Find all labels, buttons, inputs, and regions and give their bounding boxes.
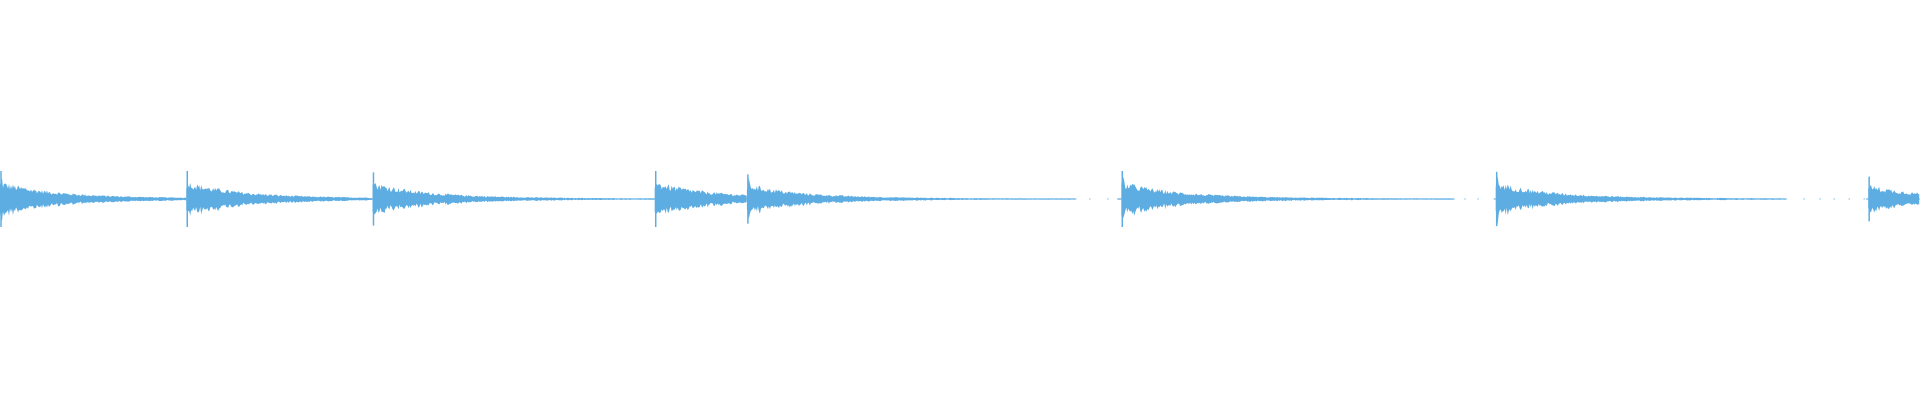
- waveform-gap: [1453, 197, 1494, 201]
- waveform-gap-dot: [1453, 198, 1455, 200]
- waveform-transient: [372, 182, 655, 217]
- waveform-gap-dot: [1833, 198, 1835, 200]
- waveform-transient: [654, 183, 747, 214]
- waveform-gap-dot: [1089, 198, 1091, 200]
- waveform-hits: [0, 171, 1920, 227]
- waveform-transient: [1121, 176, 1496, 219]
- waveform-transient: [186, 181, 373, 217]
- waveform-transient: [1495, 176, 1868, 225]
- waveform-gap-dot: [1848, 198, 1850, 200]
- waveform-gap-dot: [1785, 198, 1787, 200]
- waveform-gap-dot: [1107, 198, 1109, 200]
- waveform-transient: [0, 178, 186, 221]
- waveform-gap-dot: [1477, 198, 1479, 200]
- waveform-gap-dot: [1819, 198, 1821, 200]
- waveform-gap-dot: [1863, 198, 1865, 200]
- waveform-transient: [746, 178, 1121, 219]
- waveform-gap-dot: [1464, 198, 1466, 200]
- waveform-gap: [1075, 197, 1118, 201]
- waveform-gap-dot: [1075, 198, 1077, 200]
- waveform-gap-dot: [1803, 198, 1805, 200]
- waveform-transient: [1868, 185, 1920, 213]
- waveform-gap: [1785, 197, 1867, 201]
- waveform-gap-dot: [1117, 198, 1119, 200]
